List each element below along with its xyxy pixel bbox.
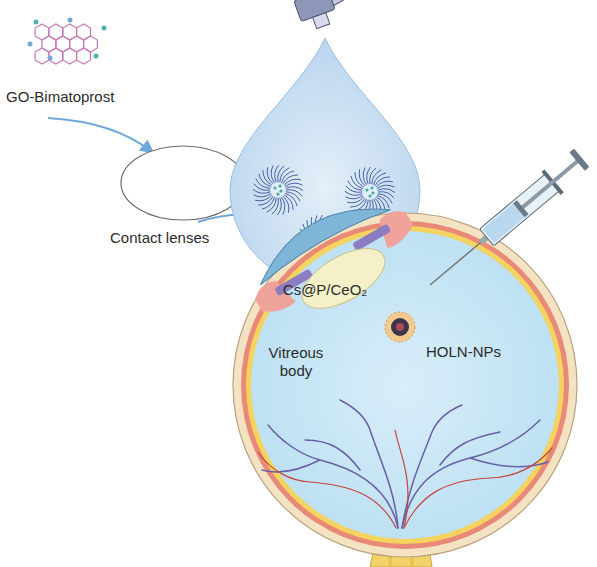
- graphene-oxide-icon: [28, 18, 107, 65]
- contact-lens: [121, 146, 245, 220]
- syringe: [420, 146, 591, 296]
- choroid: [241, 221, 569, 549]
- region-label: Vitreous body: [254, 344, 338, 380]
- nanoparticle: [385, 312, 415, 342]
- contact-lens-label: Contact lenses: [110, 229, 209, 247]
- drug-label: GO-Bimatoprost: [6, 88, 114, 106]
- vitreous: [251, 231, 559, 539]
- retina: [246, 226, 564, 544]
- retinal-vessels: [262, 400, 548, 528]
- eye-drop-label: Cs@P/CeO₂: [283, 281, 367, 299]
- nanoparticle-label: HOLN-NPs: [426, 343, 501, 361]
- retinal-vessels: [258, 430, 552, 528]
- dropper-bottle: [294, 0, 351, 33]
- flow-arrow: [48, 118, 152, 152]
- anterior-segment: [237, 180, 430, 341]
